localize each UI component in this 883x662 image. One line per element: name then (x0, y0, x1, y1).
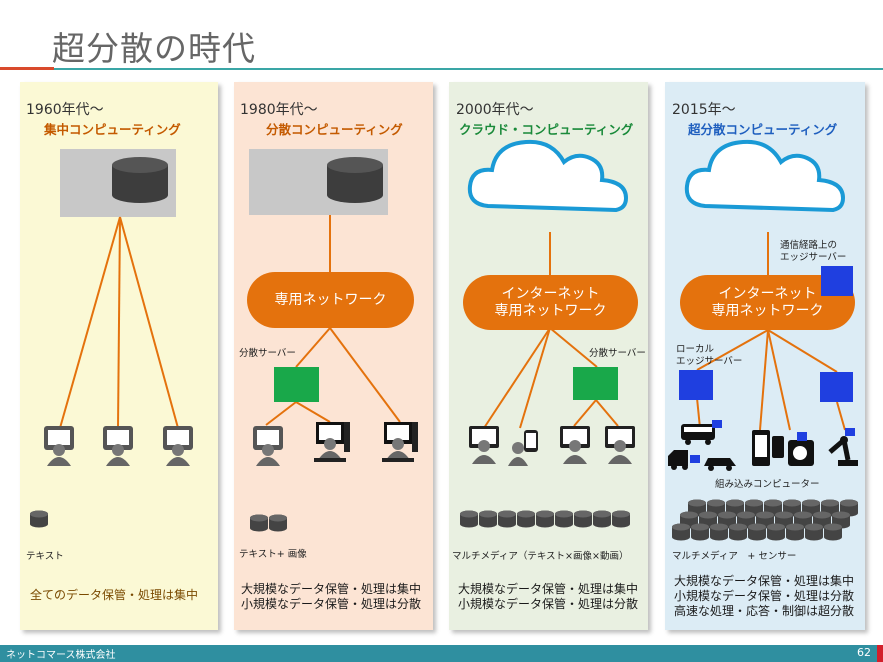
footer-accent (877, 645, 883, 662)
data-cylinder-stack (672, 499, 858, 541)
summary-line: 小規模なデータ保管・処理は分散 (674, 589, 855, 603)
local-edge-label-line1: ローカル (676, 344, 715, 355)
smartphone-icon (524, 430, 538, 452)
summary-line: 大規模なデータ保管・処理は集中 (241, 582, 422, 596)
local-edge-server-block (679, 370, 713, 400)
network-label-line2: 専用ネットワーク (494, 302, 607, 319)
route-edge-server-block (821, 266, 853, 296)
network-label-line2: 専用ネットワーク (711, 302, 824, 319)
tablet-user-icon (560, 426, 590, 464)
summary-line: 全てのデータ保管・処理は集中 (30, 588, 199, 602)
data-cylinder-icon (269, 514, 287, 532)
data-type-label: マルチメディア + センサー (672, 551, 797, 562)
summary-line: 小規模なデータ保管・処理は分散 (458, 597, 639, 611)
title-rule (0, 68, 883, 70)
era-subtitle: クラウド・コンピューティング (459, 122, 634, 137)
era-label: 1980年代～ (240, 102, 318, 118)
data-cylinder-row (460, 510, 630, 528)
summary-line: 大規模なデータ保管・処理は集中 (674, 574, 855, 588)
pc-icon (314, 422, 350, 462)
era-label: 2000年代～ (456, 102, 534, 118)
embedded-label: 組み込みコンピューター (715, 479, 820, 490)
summary-line: 大規模なデータ保管・処理は集中 (458, 582, 639, 596)
vehicle-icons (668, 420, 736, 471)
era-subtitle: 超分散コンピューティング (688, 122, 838, 137)
network-node: インターネット 専用ネットワーク (463, 275, 638, 330)
mainframe-database-icon (327, 157, 383, 203)
data-type-label: マルチメディア（テキスト×画像×動画） (452, 551, 629, 562)
era-label: 1960年代～ (26, 102, 104, 118)
appliance-icons (752, 430, 814, 466)
distributed-server-block (274, 367, 319, 402)
terminal-icon (253, 426, 283, 466)
terminal-icon (103, 426, 133, 466)
monitor-user-icon (605, 426, 635, 464)
network-label-line1: インターネット (501, 285, 600, 302)
data-cylinder-icon (250, 514, 268, 532)
era-subtitle: 分散コンピューティング (266, 122, 403, 137)
network-label: 専用ネットワーク (274, 291, 387, 308)
robot-arm-icon (828, 428, 858, 466)
data-type-label: テキスト (26, 551, 64, 562)
route-edge-label-line1: 通信経路上の (780, 240, 838, 251)
mainframe-database-icon (112, 157, 168, 203)
page-number: 62 (857, 646, 871, 659)
server-label: 分散サーバー (239, 348, 296, 359)
title-rule-accent (0, 67, 54, 70)
era-subtitle: 集中コンピューティング (44, 122, 181, 137)
footer-bar: ネットコマース株式会社 62 (0, 645, 883, 662)
summary-line: 小規模なデータ保管・処理は分散 (241, 597, 422, 611)
pc-icon (382, 422, 418, 462)
route-edge-label-line2: エッジサーバー (780, 252, 847, 263)
local-edge-server-block (820, 372, 853, 402)
cloud-icon (684, 139, 845, 212)
network-label-line1: インターネット (718, 285, 817, 302)
data-type-label: テキスト+ 画像 (239, 549, 307, 560)
summary-line: 高速な処理・応答・制御は超分散 (674, 604, 855, 618)
page-title: 超分散の時代 (52, 29, 256, 68)
user-icon (508, 442, 528, 466)
terminal-icon (163, 426, 193, 466)
cloud-icon (467, 139, 628, 212)
terminal-icon (44, 426, 74, 466)
server-label: 分散サーバー (589, 348, 646, 359)
monitor-user-icon (469, 426, 499, 464)
company-name: ネットコマース株式会社 (6, 650, 116, 661)
era-label: 2015年～ (672, 102, 736, 118)
data-cylinder-icon (30, 510, 48, 528)
distributed-server-block (573, 367, 618, 400)
local-edge-label-line2: エッジサーバー (676, 356, 743, 367)
network-node: 専用ネットワーク (247, 272, 414, 328)
